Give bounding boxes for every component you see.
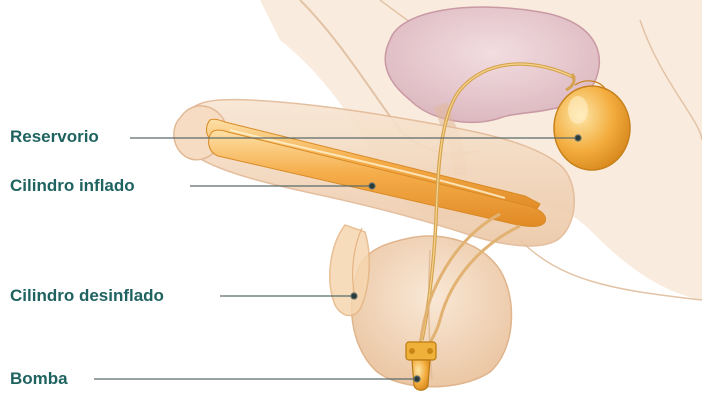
reservoir-label: Reservorio <box>10 127 99 147</box>
inflated-cylinder-label: Cilindro inflado <box>10 176 135 196</box>
deflated-cylinder-label: Cilindro desinflado <box>10 286 164 306</box>
deflated-cylinder <box>330 225 369 316</box>
scrotum <box>352 236 512 387</box>
pump-label: Bomba <box>10 369 68 389</box>
